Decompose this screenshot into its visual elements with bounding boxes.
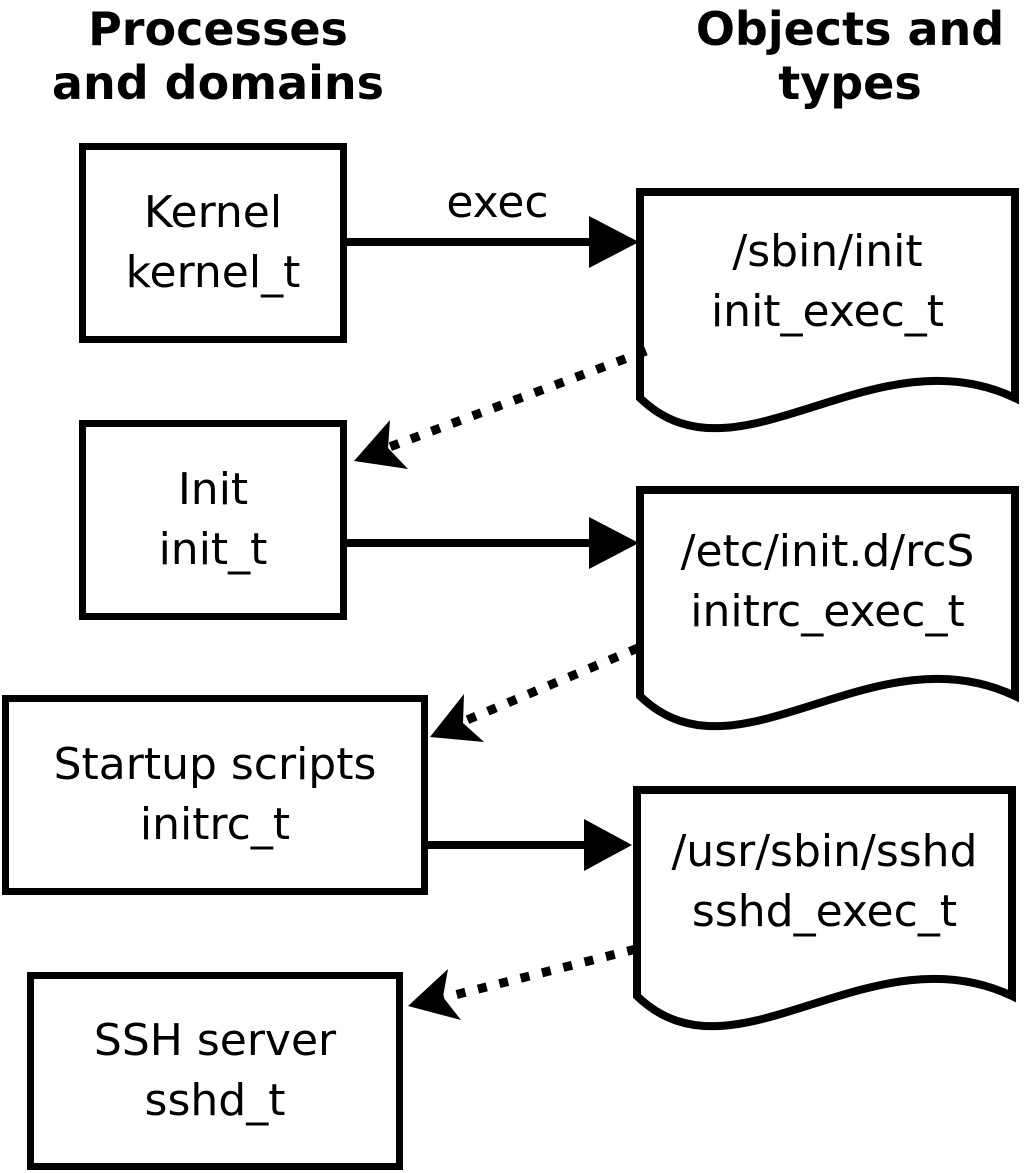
object-path: /etc/init.d/rcS: [680, 526, 975, 577]
arrow-init-to-initrc-exec: [347, 517, 639, 569]
document-shape-sshd-exec: [633, 786, 1016, 1031]
process-name: Startup scripts: [53, 739, 377, 790]
object-type: initrc_exec_t: [690, 586, 965, 637]
edge-label-exec: exec: [446, 177, 549, 228]
document-shape-initrc-exec: [636, 486, 1019, 731]
arrow-initrc-exec-to-initrc: [430, 643, 640, 742]
header-line: Objects and: [695, 2, 1005, 56]
header-line: Processes: [88, 2, 348, 56]
arrow-init-exec-to-init: [354, 346, 648, 469]
document-shape-init-exec: [636, 188, 1019, 433]
process-type: initrc_t: [139, 799, 291, 850]
column-header-objects: Objects and types: [655, 2, 1024, 110]
process-name: Kernel: [143, 187, 283, 238]
object-label-initrc-exec: /etc/init.d/rcS initrc_exec_t: [640, 522, 1015, 642]
header-line: types: [778, 56, 922, 110]
process-box-ssh-server: SSH server sshd_t: [27, 972, 403, 1170]
object-path: /usr/sbin/sshd: [671, 826, 978, 877]
object-label-sshd-exec: /usr/sbin/sshd sshd_exec_t: [637, 822, 1012, 942]
process-name: SSH server: [93, 1015, 337, 1066]
object-label-init-exec: /sbin/init init_exec_t: [640, 222, 1015, 342]
process-type: sshd_t: [144, 1075, 286, 1126]
object-type: sshd_exec_t: [691, 886, 958, 937]
arrow-kernel-to-init-exec: [347, 216, 639, 268]
object-path: /sbin/init: [732, 226, 923, 277]
process-box-kernel: Kernel kernel_t: [79, 143, 347, 343]
process-name: Init: [177, 464, 249, 515]
arrow-initrc-to-sshd-exec: [427, 819, 632, 871]
column-header-processes: Processes and domains: [0, 2, 436, 110]
process-type: kernel_t: [125, 247, 301, 298]
arrow-sshd-exec-to-sshd: [408, 944, 638, 1020]
process-box-init: Init init_t: [79, 420, 347, 620]
object-type: init_exec_t: [710, 286, 945, 337]
process-type: init_t: [158, 524, 268, 575]
process-box-startup-scripts: Startup scripts initrc_t: [2, 695, 428, 895]
header-line: and domains: [51, 56, 385, 110]
